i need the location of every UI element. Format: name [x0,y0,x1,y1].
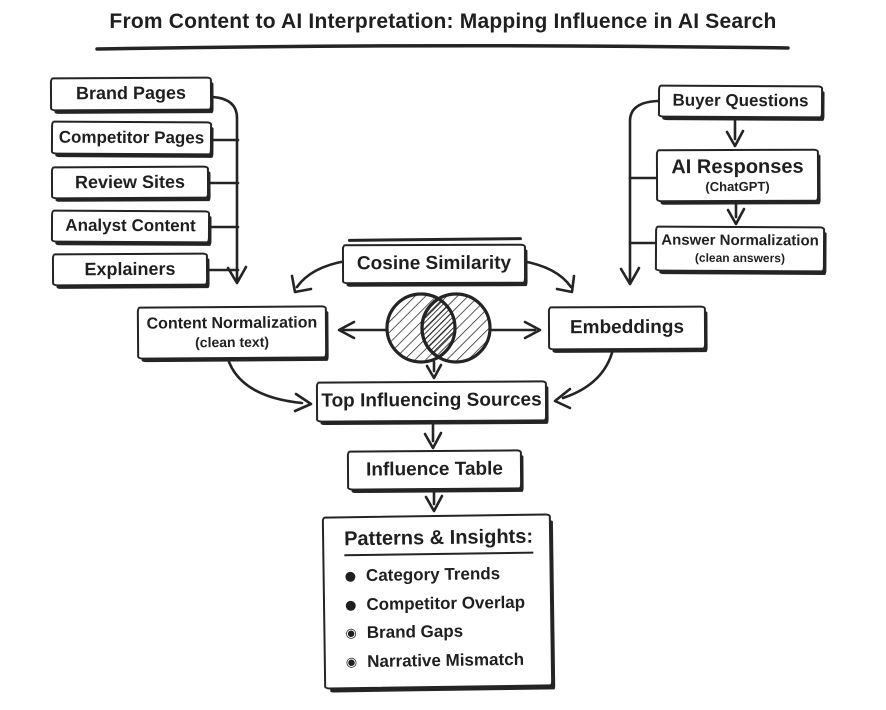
node-review-sites: Review Sites [50,165,210,200]
insight-item: ● Category Trends [344,564,501,586]
insight-label: Brand Gaps [366,622,464,643]
node-brand-pages: Brand Pages [49,76,213,112]
node-sublabel: (clean text) [195,333,270,350]
patterns-heading: Patterns & Insights: [343,525,534,557]
arrow-cosine-to-embeddings [520,259,576,294]
arrow-right-flow-to-embeddings [619,99,660,286]
arrow-venn-to-top-sources [425,360,443,380]
node-content-normalization: Content Normalization (clean text) [136,305,328,360]
node-label: Buyer Questions [672,90,809,111]
node-label: Cosine Similarity [356,252,512,274]
arrow-top-sources-to-influence-table [423,423,443,450]
arrow-embeddings-to-top-sources [553,351,614,410]
node-label: Content Normalization [146,314,318,333]
insight-label: Category Trends [365,564,501,585]
arrow-buyer-questions-to-ai-responses [725,119,745,148]
node-influence-table: Influence Table [346,449,523,491]
bullet-icon: ◉ [345,655,358,671]
node-label: Answer Normalization [661,231,819,250]
node-answer-normalization: Answer Normalization (clean answers) [654,225,826,273]
arrow-influence-table-to-patterns [424,490,444,513]
node-label: Explainers [84,258,176,279]
title-underline [95,43,790,51]
node-label: Top Influencing Sources [321,389,542,412]
node-label: Brand Pages [75,82,187,104]
arrow-ai-responses-to-answer-normalization [726,203,746,226]
node-embeddings: Embeddings [547,305,707,351]
node-competitor-pages: Competitor Pages [50,120,213,156]
insight-label: Competitor Overlap [366,592,526,614]
arrow-venn-to-content-normalization [337,320,388,340]
node-label: Review Sites [74,171,186,192]
node-top-influencing-sources: Top Influencing Sources [315,380,548,423]
arrow-content-normalization-to-top-sources [227,360,313,413]
node-label: Embeddings [569,316,685,338]
node-label: Influence Table [365,458,504,481]
node-analyst-content: Analyst Content [50,209,211,244]
node-label: Competitor Pages [58,127,205,148]
bullet-icon: ● [344,568,357,585]
node-buyer-questions: Buyer Questions [657,84,824,119]
node-sublabel: (ChatGPT) [705,179,770,195]
page-title: From Content to AI Interpretation: Mappi… [109,10,777,33]
bullet-icon: ● [344,597,357,613]
node-label: AI Responses [671,156,804,179]
arrow-venn-to-embeddings [488,320,542,340]
venn-overlap-icon [385,292,492,364]
insight-item: ● Competitor Overlap [344,592,526,614]
bullet-icon: ◉ [345,626,357,642]
arrow-cosine-to-content-normalization [290,259,348,294]
node-explainers: Explainers [51,252,209,287]
insight-item: ◉ Narrative Mismatch [345,649,525,672]
insight-item: ◉ Brand Gaps [345,622,464,643]
node-label: Analyst Content [65,215,196,236]
arrow-left-sources-to-content-normalization [207,95,248,285]
node-sublabel: (clean answers) [694,250,786,265]
node-cosine-similarity: Cosine Similarity [341,243,527,285]
node-patterns-insights: Patterns & Insights: ● Category Trends ●… [321,513,554,690]
node-ai-responses: AI Responses (ChatGPT) [655,148,820,203]
insight-label: Narrative Mismatch [367,649,525,672]
